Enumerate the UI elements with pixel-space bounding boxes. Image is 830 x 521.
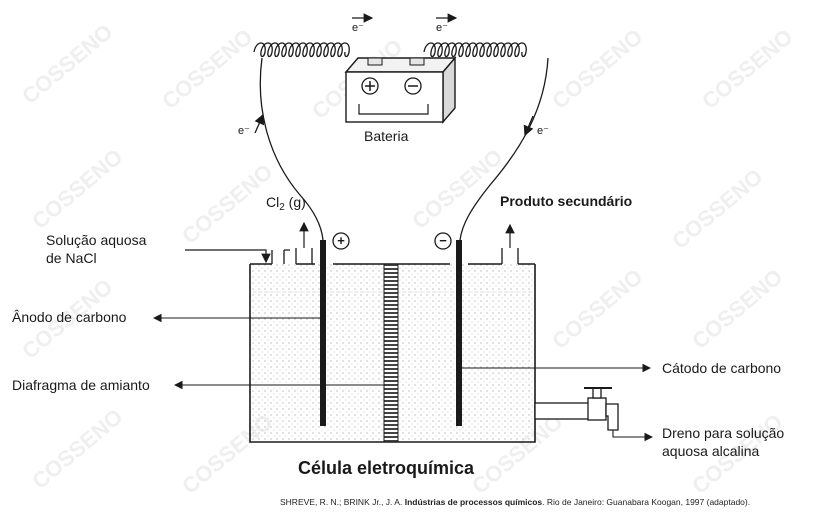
drain-label-line1: Dreno para solução [662, 425, 785, 441]
secondary-product-label: Produto secundário [500, 193, 633, 209]
anode-label: Ânodo de carbono [12, 309, 127, 325]
carbon-cathode [456, 240, 462, 426]
asbestos-diaphragm [383, 263, 399, 443]
electron-label-top-left: e⁻ [352, 22, 364, 34]
left-wire-coil [253, 42, 350, 58]
nacl-solution-label-line2: de NaCl [46, 250, 97, 266]
electron-label-right: e⁻ [537, 125, 549, 137]
citation-authors: SHREVE, R. N.; BRINK Jr., J. A. [280, 497, 405, 507]
chlorine-gas-label: Cl2 (g) [266, 194, 306, 216]
cathode-wire [459, 57, 549, 241]
cathode-sign: − [439, 233, 447, 248]
battery-label: Bateria [364, 128, 409, 144]
citation-book: Indústrias de processos químicos [404, 497, 543, 507]
right-wire-coil [423, 42, 527, 58]
diagram-title: Célula eletroquímica [298, 458, 475, 478]
electron-label-top-right: e⁻ [436, 22, 448, 34]
anode-wire [259, 57, 324, 241]
chlorine-state: (g) [284, 194, 306, 210]
chlorine-outlet-pipe [295, 248, 313, 264]
anode-sign-circle [332, 232, 350, 250]
source-citation: SHREVE, R. N.; BRINK Jr., J. A. Indústri… [280, 494, 750, 511]
anode-sign: + [337, 233, 345, 248]
cathode-sign-circle [434, 232, 452, 250]
diaphragm-label: Diafragma de amianto [12, 377, 150, 393]
chlorine-formula: Cl [266, 194, 280, 210]
nacl-inlet-pipe [271, 249, 290, 264]
carbon-anode [320, 240, 326, 426]
secondary-product-pipe [501, 248, 519, 264]
chlorine-subscript: 2 [279, 202, 285, 213]
drain-tap [534, 387, 619, 431]
drain-label-line2: aquosa alcalina [662, 443, 760, 459]
electron-arrow-left [254, 113, 265, 134]
nacl-solution-label-line1: Solução aquosa [46, 232, 147, 248]
electron-arrow-right [523, 115, 534, 137]
citation-rest: . Rio de Janeiro: Guanabara Koogan, 1997… [542, 497, 751, 507]
cathode-label: Cátodo de carbono [662, 360, 782, 376]
electron-label-left: e⁻ [238, 125, 250, 137]
battery [344, 56, 457, 124]
